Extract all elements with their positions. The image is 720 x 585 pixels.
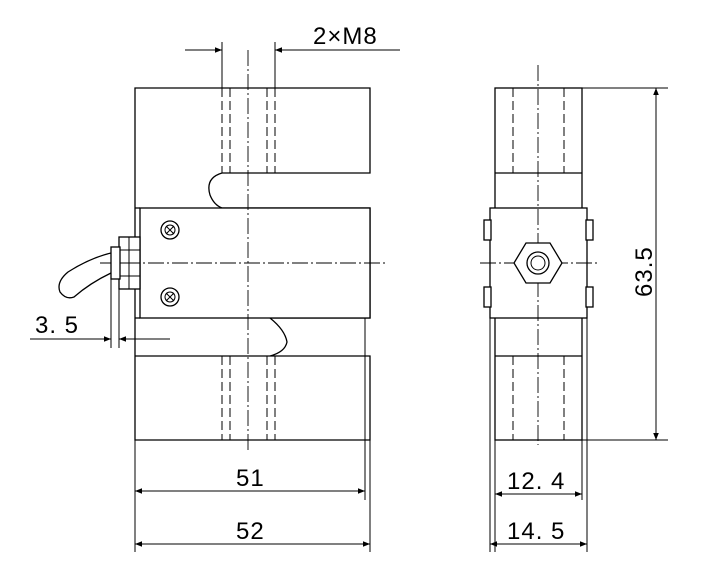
side-outer-width-dimension-label: 14. 5 bbox=[507, 518, 565, 545]
inner-width-dimension-label: 51 bbox=[236, 465, 265, 492]
hex-nut-icon bbox=[513, 242, 563, 284]
overhang-dimension-label: 3. 5 bbox=[35, 312, 79, 339]
height-dimension-label: 63.5 bbox=[631, 246, 658, 297]
screw-icon bbox=[160, 287, 180, 307]
bottom-thread-hole bbox=[221, 356, 276, 440]
side-inner-width-dimension-label: 12. 4 bbox=[507, 468, 565, 495]
front-view: 2×M8 3. 5 51 52 bbox=[30, 23, 400, 552]
top-thread-hole bbox=[221, 88, 276, 173]
cable-gland bbox=[110, 236, 141, 290]
screw-icon bbox=[160, 220, 180, 240]
screw-icon bbox=[483, 219, 594, 308]
outer-width-dimension-label: 52 bbox=[236, 518, 265, 545]
side-hidden-lines bbox=[494, 88, 565, 440]
thread-spec-label: 2×M8 bbox=[313, 23, 378, 50]
cable bbox=[58, 252, 112, 299]
side-view: 63.5 12. 4 14. 5 bbox=[480, 65, 668, 552]
